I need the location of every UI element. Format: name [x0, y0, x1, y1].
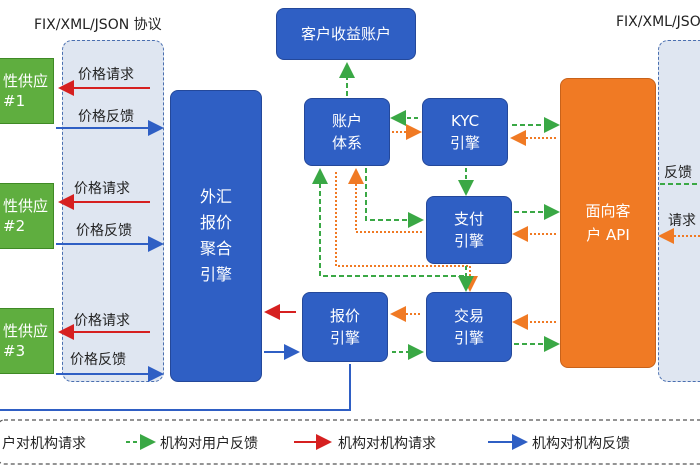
legend-text-user-request: 户对机构请求	[2, 436, 86, 452]
price-request-label-1: 价格请求	[78, 67, 134, 83]
legend-box	[0, 419, 700, 465]
quote-engine: 报价 引擎	[302, 292, 388, 362]
protocol-left-label: FIX/XML/JSON 协议	[34, 17, 162, 33]
client-api-line-1: 面向客	[585, 202, 631, 220]
supplier-3: 性供应 #3	[0, 308, 54, 374]
arrow-account-to-payment-green	[365, 168, 424, 228]
fx-engine-line-4: 引擎	[199, 265, 232, 284]
payment-line-1: 支付	[453, 210, 484, 228]
account-system-line-1: 账户	[331, 112, 362, 130]
trade-line-2: 引擎	[453, 329, 484, 347]
arrow-trade-to-account-green	[312, 168, 467, 290]
quote-line-2: 引擎	[329, 329, 360, 347]
arrow-quote-bottom-loop	[0, 364, 351, 411]
right-feedback-label: 反馈	[664, 165, 692, 181]
trade-line-1: 交易	[453, 307, 484, 325]
quote-line-1: 报价	[329, 307, 360, 325]
price-feedback-label-3: 价格反馈	[70, 352, 126, 368]
arrow-payment-to-account-orange	[348, 168, 422, 233]
legend-text-user-feedback: 机构对用户反馈	[160, 436, 258, 452]
legend-text-inst-request: 机构对机构请求	[338, 436, 436, 452]
supplier-1: 性供应 #1	[0, 58, 54, 124]
supplier-1-name: 性供应	[3, 72, 49, 90]
kyc-line-2: 引擎	[449, 134, 480, 152]
supplier-2: 性供应 #2	[0, 183, 54, 249]
supplier-3-number: #3	[3, 342, 26, 360]
price-feedback-label-1: 价格反馈	[78, 109, 134, 125]
right-protocol-panel	[658, 40, 700, 382]
fx-aggregation-engine: 外汇 报价 聚合 引擎	[170, 90, 262, 382]
price-request-label-3: 价格请求	[74, 313, 130, 329]
payment-engine: 支付 引擎	[426, 196, 512, 264]
left-protocol-panel	[62, 40, 164, 382]
trade-engine: 交易 引擎	[426, 292, 512, 362]
supplier-3-name: 性供应	[3, 322, 49, 340]
customer-earnings-account: 客户收益账户	[276, 8, 416, 60]
payment-line-2: 引擎	[453, 232, 484, 250]
client-api: 面向客 户 API	[560, 78, 656, 368]
price-request-label-2: 价格请求	[74, 181, 130, 197]
account-system-line-2: 体系	[331, 134, 362, 152]
protocol-right-label: FIX/XML/JSON	[616, 14, 700, 30]
legend-text-inst-feedback: 机构对机构反馈	[532, 436, 630, 452]
kyc-engine: KYC 引擎	[422, 98, 508, 166]
fx-engine-line-1: 外汇	[199, 187, 232, 206]
supplier-2-name: 性供应	[3, 197, 49, 215]
account-system: 账户 体系	[304, 98, 390, 166]
arrow-account-to-trade-orange	[335, 172, 478, 292]
right-request-label: 请求	[668, 213, 696, 229]
fx-engine-line-2: 报价	[199, 213, 232, 232]
supplier-2-number: #2	[3, 217, 26, 235]
supplier-1-number: #1	[3, 92, 26, 110]
client-api-line-2: 户 API	[586, 226, 630, 244]
kyc-line-1: KYC	[450, 112, 480, 130]
fx-engine-line-3: 聚合	[199, 239, 232, 258]
price-feedback-label-2: 价格反馈	[76, 223, 132, 239]
customer-account-label: 客户收益账户	[300, 25, 391, 43]
